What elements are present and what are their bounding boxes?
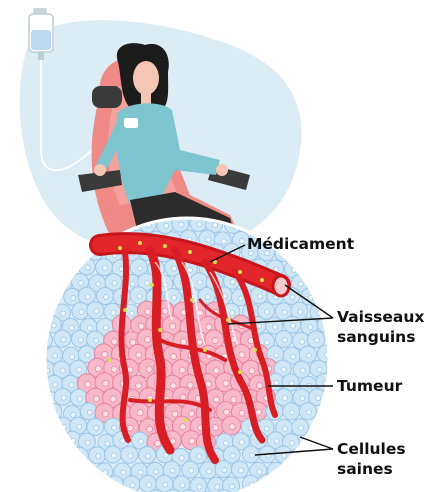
healthy-cell xyxy=(89,447,106,464)
healthy-cell xyxy=(182,461,199,478)
healthy-cell xyxy=(190,477,207,492)
healthy-cell xyxy=(87,419,104,436)
healthy-cell xyxy=(46,346,63,363)
healthy-cell xyxy=(231,461,248,478)
healthy-cell xyxy=(283,403,300,420)
healthy-cell xyxy=(96,259,113,276)
healthy-cell xyxy=(299,403,316,420)
label-healthy-line1: Cellules xyxy=(337,440,406,459)
healthy-cell xyxy=(36,332,53,349)
healthy-cell xyxy=(97,288,114,305)
healthy-cell xyxy=(156,475,173,492)
healthy-cell xyxy=(308,331,325,348)
healthy-cell xyxy=(139,447,156,464)
healthy-cell xyxy=(316,374,333,391)
healthy-cell xyxy=(299,346,316,363)
healthy-cell xyxy=(275,331,292,348)
healthy-cell xyxy=(78,287,95,304)
healthy-cell xyxy=(54,330,71,347)
label-tumor: Tumeur xyxy=(337,377,402,396)
healthy-cell xyxy=(104,446,121,463)
label-drug: Médicament xyxy=(247,235,354,254)
healthy-cell xyxy=(87,302,104,319)
healthy-cell xyxy=(121,446,138,463)
label-vessels-line2: sanguins xyxy=(337,328,415,347)
label-vessels-line1: Vaisseaux xyxy=(337,308,424,327)
healthy-cell xyxy=(317,345,334,362)
healthy-cell xyxy=(200,462,217,479)
healthy-cell xyxy=(54,388,71,405)
tumor-cell xyxy=(222,416,241,435)
label-healthy-line2: saines xyxy=(337,460,393,479)
healthy-cell xyxy=(292,419,309,436)
healthy-cell xyxy=(71,447,88,464)
healthy-cell xyxy=(71,330,88,347)
